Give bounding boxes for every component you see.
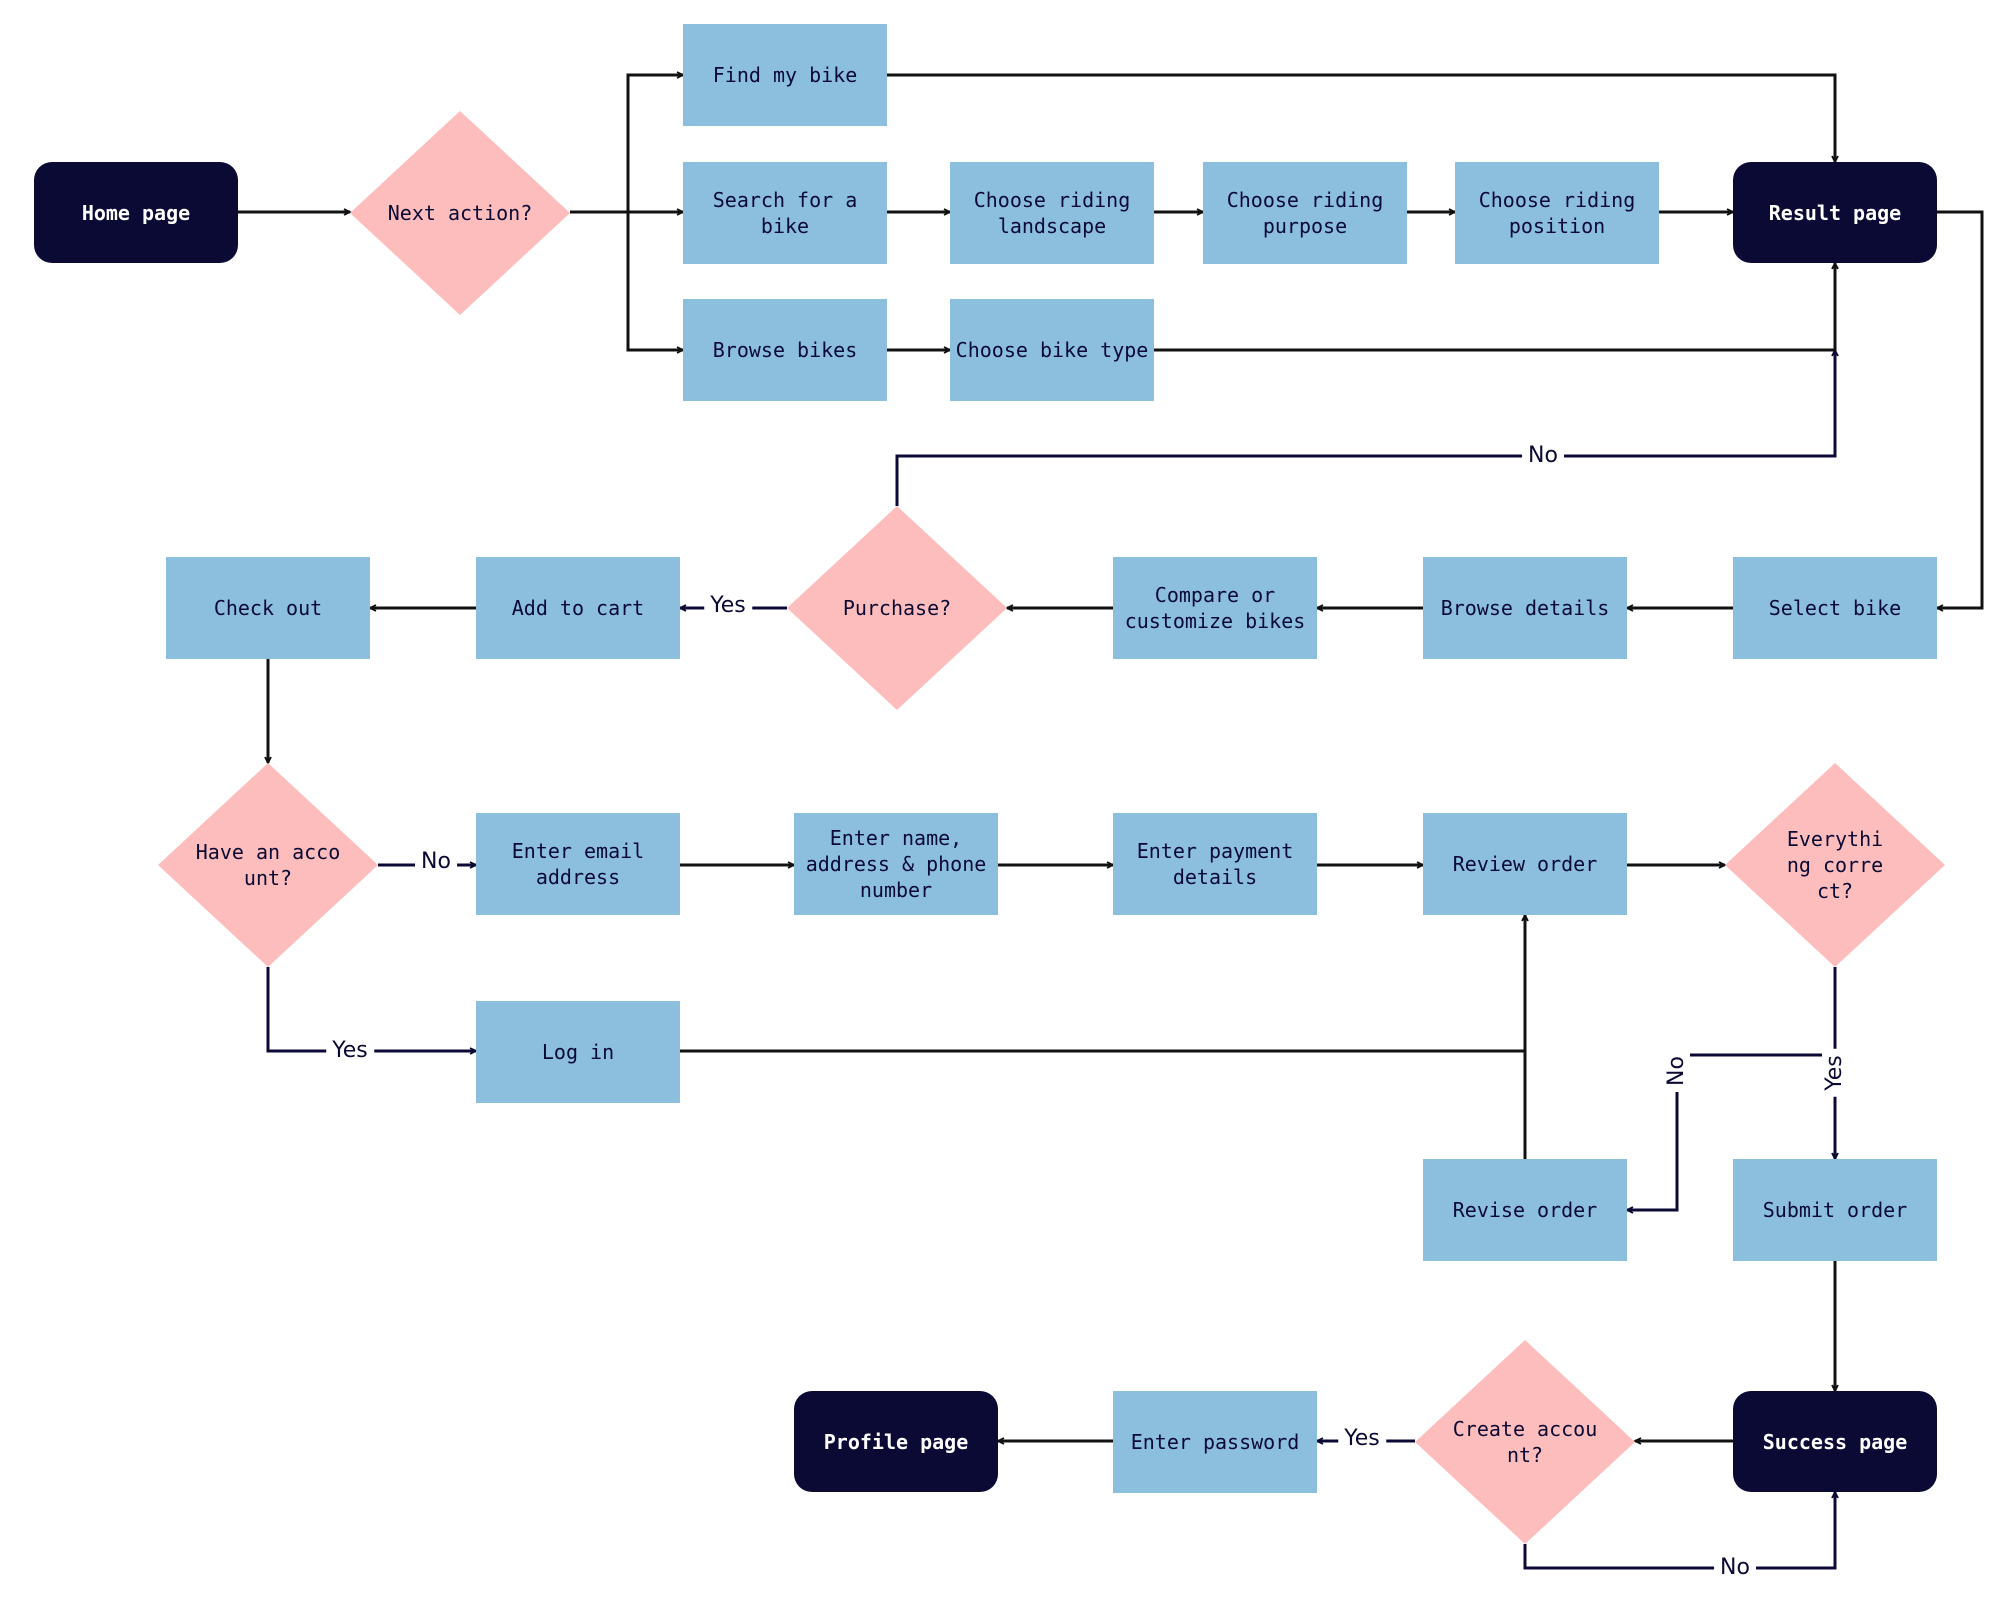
node-result-page: Result page bbox=[1733, 162, 1937, 263]
node-choose-riding-landscape: Choose riding landscape bbox=[950, 162, 1154, 264]
node-add-to-cart: Add to cart bbox=[476, 557, 680, 659]
edge-label-correct-yes: Yes bbox=[1822, 1049, 1848, 1097]
node-browse-bikes: Browse bikes bbox=[683, 299, 887, 401]
edge-label-create-no: No bbox=[1714, 1555, 1756, 1581]
edge-purchase-no-to-result bbox=[895, 347, 1839, 506]
node-submit-order: Submit order bbox=[1733, 1159, 1937, 1261]
node-compare-or-customize: Compare or customize bikes bbox=[1113, 557, 1317, 659]
decision-everything-correct: Everything correct? bbox=[1725, 763, 1945, 967]
node-log-in: Log in bbox=[476, 1001, 680, 1103]
edge-find-bike-to-result bbox=[887, 73, 1839, 165]
decision-everything-correct-label: Everything correct? bbox=[1786, 827, 1884, 903]
edge-create-no-to-success bbox=[1523, 1489, 1839, 1570]
edge-label-purchase-no: No bbox=[1522, 443, 1564, 469]
node-review-order: Review order bbox=[1423, 813, 1627, 915]
node-enter-email-address: Enter email address bbox=[476, 813, 680, 915]
node-profile-page: Profile page bbox=[794, 1391, 998, 1492]
edge-next-to-browse-bikes bbox=[626, 212, 686, 354]
node-search-for-a-bike: Search for a bike bbox=[683, 162, 887, 264]
node-find-my-bike: Find my bike bbox=[683, 24, 887, 126]
decision-purchase-label: Purchase? bbox=[842, 596, 952, 620]
node-choose-riding-position: Choose riding position bbox=[1455, 162, 1659, 264]
node-enter-payment-details: Enter payment details bbox=[1113, 813, 1317, 915]
edge-result-to-select-bike bbox=[1934, 210, 1984, 612]
decision-create-account-label: Create account? bbox=[1452, 1417, 1598, 1467]
node-choose-riding-purpose: Choose riding purpose bbox=[1203, 162, 1407, 264]
edge-next-to-find-bike bbox=[570, 71, 686, 214]
edge-label-account-no: No bbox=[415, 849, 457, 875]
edge-label-purchase-yes: Yes bbox=[704, 593, 752, 619]
decision-next-action: Next action? bbox=[350, 111, 570, 315]
decision-create-account: Create account? bbox=[1415, 1340, 1635, 1544]
node-enter-password: Enter password bbox=[1113, 1391, 1317, 1493]
decision-purchase: Purchase? bbox=[787, 506, 1007, 710]
node-enter-name-address-phone: Enter name, address & phone number bbox=[794, 813, 998, 915]
node-success-page: Success page bbox=[1733, 1391, 1937, 1492]
decision-have-an-account-label: Have an account? bbox=[195, 840, 341, 890]
node-check-out: Check out bbox=[166, 557, 370, 659]
node-home-page: Home page bbox=[34, 162, 238, 263]
node-browse-details: Browse details bbox=[1423, 557, 1627, 659]
edge-label-create-yes: Yes bbox=[1338, 1426, 1386, 1452]
edge-label-account-yes: Yes bbox=[326, 1038, 374, 1064]
edge-bike-type-to-result bbox=[1154, 260, 1839, 352]
decision-have-an-account: Have an account? bbox=[158, 763, 378, 967]
edge-account-yes-to-login bbox=[266, 967, 479, 1055]
decision-next-action-label: Next action? bbox=[387, 201, 533, 225]
node-choose-bike-type: Choose bike type bbox=[950, 299, 1154, 401]
node-select-bike: Select bike bbox=[1733, 557, 1937, 659]
edge-label-correct-no: No bbox=[1664, 1050, 1690, 1092]
node-revise-order: Revise order bbox=[1423, 1159, 1627, 1261]
